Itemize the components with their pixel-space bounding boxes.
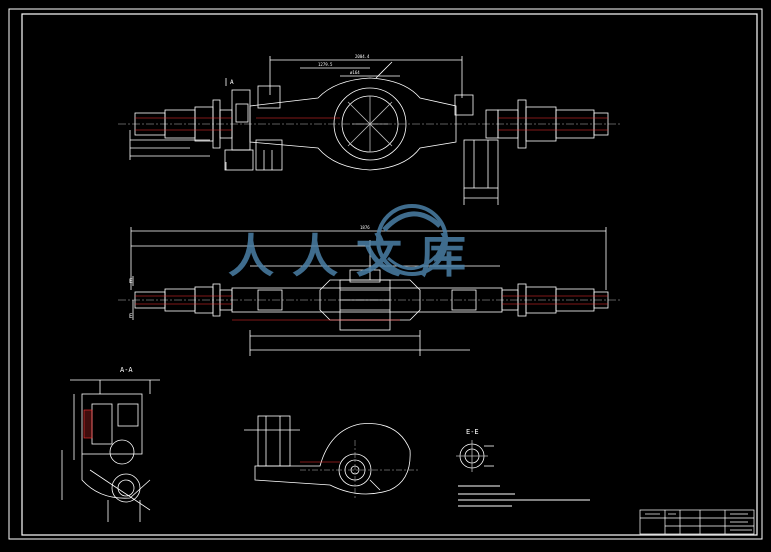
view-marker-a: A: [230, 79, 234, 86]
dim-label: 2004.4: [355, 54, 370, 59]
title-block: [639, 509, 755, 535]
inner-frame: [21, 13, 758, 536]
bracket-side-view: [244, 415, 420, 500]
outer-frame: [8, 8, 763, 540]
technical-notes: [458, 485, 590, 507]
view-marker-e1: E: [129, 278, 133, 285]
overall-length-dim: 1876: [360, 225, 370, 230]
section-ee-view: [456, 440, 494, 472]
watermark-text: 人人文库: [228, 229, 484, 283]
dim-label: 1279.5: [318, 62, 333, 67]
watermark: 人人文库: [228, 204, 484, 283]
section-label-ee: E-E: [466, 428, 479, 436]
plan-view-hidden-lines: [135, 295, 608, 321]
dim-label: ø164: [350, 70, 360, 75]
section-aa-hatch: [83, 409, 93, 439]
circle-swirl-icon: [376, 204, 448, 276]
top-view-hidden-lines: [135, 117, 608, 131]
top-view: [118, 56, 620, 205]
section-label-aa: A-A: [120, 366, 133, 374]
view-marker-e2: E: [129, 313, 133, 320]
section-aa-view: [61, 379, 160, 522]
